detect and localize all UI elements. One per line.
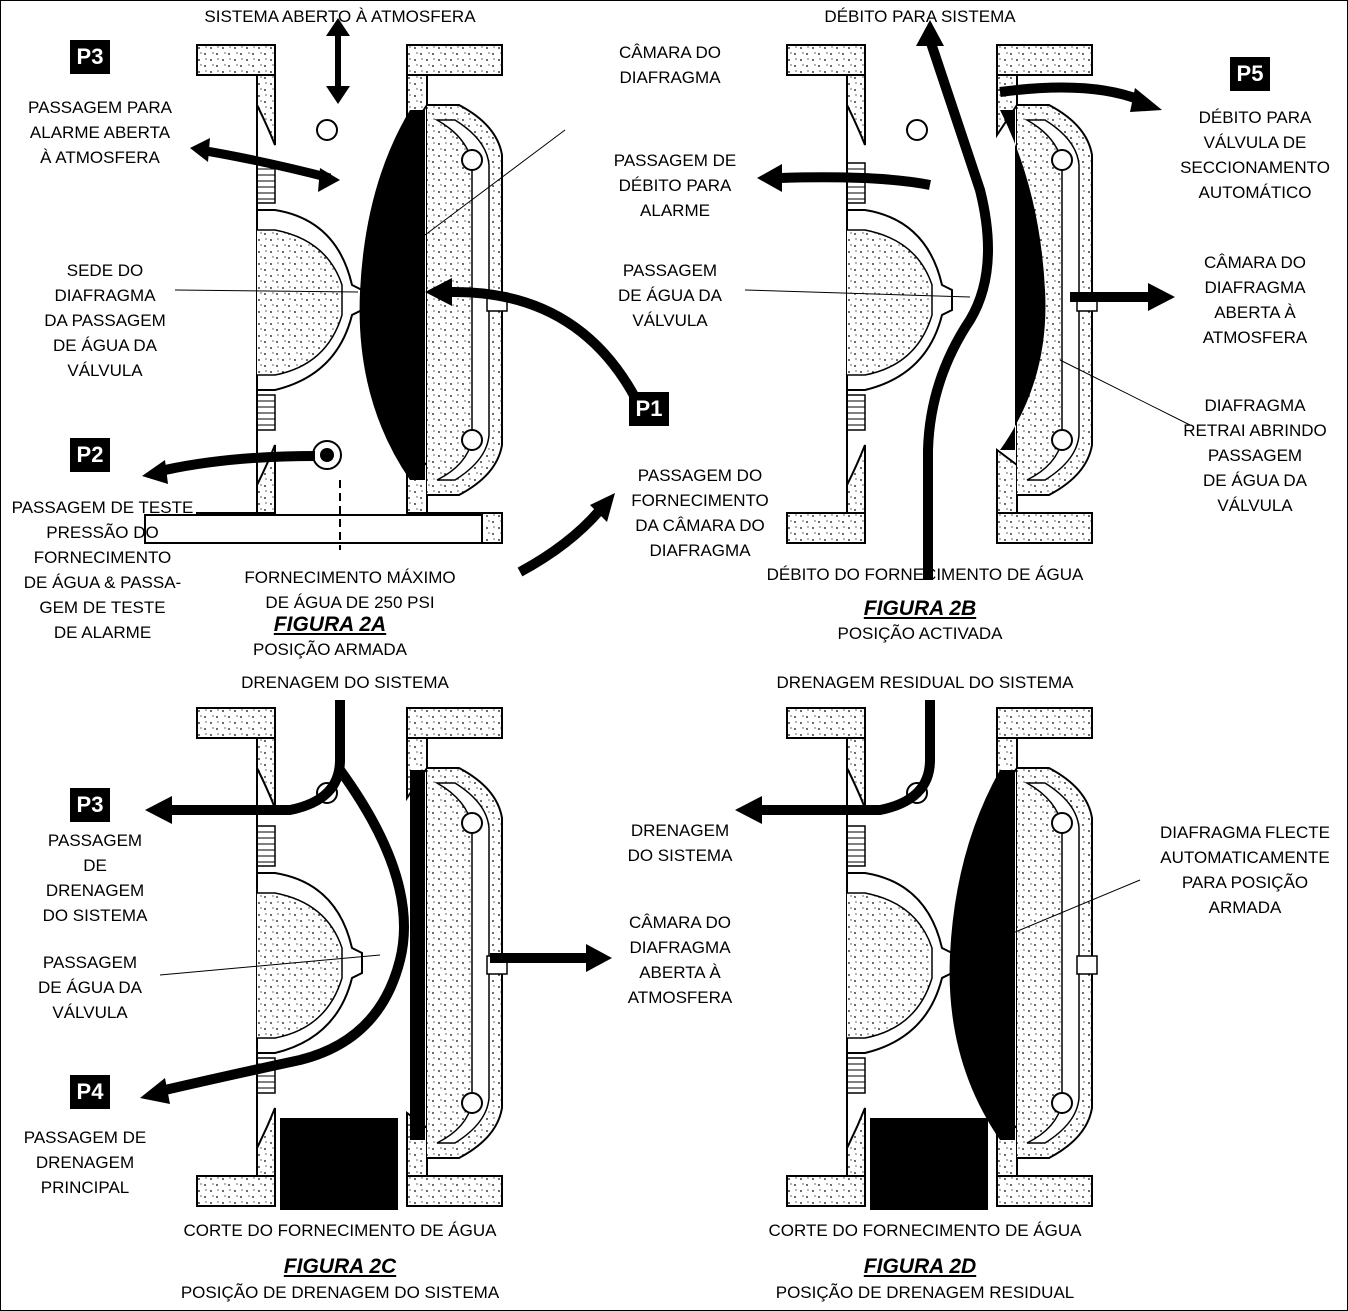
fig2b-retract-label: DIAFRAGMA RETRAI ABRINDO PASSAGEM DE ÁGU… bbox=[1183, 396, 1327, 515]
fig2b-bottom-label: DÉBITO DO FORNECIMENTO DE ÁGUA bbox=[766, 565, 1084, 584]
tag-p2: P2 bbox=[70, 438, 110, 472]
fig2c-chamber-open-label: CÂMARA DO DIAFRAGMA ABERTA À ATMOSFERA bbox=[627, 913, 733, 1007]
fig2a-supply-passage-label: PASSAGEM DO FORNECIMENTO DA CÂMARA DO DI… bbox=[631, 466, 769, 560]
fig2b-subtitle: POSIÇÃO ACTIVADA bbox=[837, 624, 1003, 643]
fig2a-p2-label: PASSAGEM DE TESTE PRESSÃO DO FORNECIMENT… bbox=[11, 498, 194, 642]
fig2b-title: FIGURA 2B bbox=[863, 597, 977, 620]
fig2a-top-label: SISTEMA ABERTO À ATMOSFERA bbox=[204, 7, 476, 26]
tag-p4: P4 bbox=[70, 1075, 110, 1109]
fig2d-top-label: DRENAGEM RESIDUAL DO SISTEMA bbox=[776, 673, 1074, 692]
tag-p1: P1 bbox=[629, 392, 669, 426]
fig2b-chamber-open-label: CÂMARA DO DIAFRAGMA ABERTA À ATMOSFERA bbox=[1202, 253, 1308, 347]
figure-2b-valve bbox=[744, 20, 1191, 580]
figure-2d-valve bbox=[735, 700, 1141, 1210]
fig2a-seat-label: SEDE DO DIAFRAGMA DA PASSAGEM DE ÁGUA DA… bbox=[44, 261, 166, 380]
figure-2a-valve bbox=[142, 18, 643, 577]
fig2d-flex-label: DIAFRAGMA FLECTE AUTOMATICAMENTE PARA PO… bbox=[1159, 823, 1331, 917]
fig2c-subtitle: POSIÇÃO DE DRENAGEM DO SISTEMA bbox=[180, 1283, 500, 1302]
fig2c-p4-label: PASSAGEM DE DRENAGEM PRINCIPAL bbox=[23, 1128, 147, 1197]
fig2a-bottom-label: FORNECIMENTO MÁXIMO DE ÁGUA DE 250 PSI bbox=[244, 568, 456, 612]
tag-p3-a: P3 bbox=[70, 40, 110, 74]
fig2c-bottom-label: CORTE DO FORNECIMENTO DE ÁGUA bbox=[183, 1221, 497, 1240]
fig2d-drain-label: DRENAGEM DO SISTEMA bbox=[627, 821, 733, 865]
fig2a-p3-label: PASSAGEM PARA ALARME ABERTA À ATMOSFERA bbox=[28, 98, 172, 167]
fig2d-subtitle: POSIÇÃO DE DRENAGEM RESIDUAL bbox=[775, 1283, 1075, 1302]
fig2c-title: FIGURA 2C bbox=[283, 1255, 397, 1278]
fig2c-waterway-label: PASSAGEM DE ÁGUA DA VÁLVULA bbox=[38, 953, 142, 1022]
fig2a-title: FIGURA 2A bbox=[273, 613, 387, 636]
fig2b-alarm-label: PASSAGEM DE DÉBITO PARA ALARME bbox=[613, 151, 737, 220]
fig2a-subtitle: POSIÇÃO ARMADA bbox=[253, 640, 407, 659]
tag-p3-c: P3 bbox=[70, 788, 110, 822]
fig2d-bottom-label: CORTE DO FORNECIMENTO DE ÁGUA bbox=[768, 1221, 1082, 1240]
fig2b-p5-label: DÉBITO PARA VÁLVULA DE SECCIONAMENTO AUT… bbox=[1180, 108, 1330, 202]
fig2c-p3-label: PASSAGEM DE DRENAGEM DO SISTEMA bbox=[42, 831, 148, 925]
fig2a-chamber-label: CÂMARA DO DIAFRAGMA bbox=[618, 43, 722, 87]
tag-p5: P5 bbox=[1230, 57, 1270, 91]
fig2d-title: FIGURA 2D bbox=[863, 1255, 977, 1278]
fig2b-waterway-label: PASSAGEM DE ÁGUA DA VÁLVULA bbox=[618, 261, 722, 330]
figure-2c-valve bbox=[140, 700, 612, 1210]
fig2b-top-label: DÉBITO PARA SISTEMA bbox=[824, 7, 1016, 26]
fig2c-top-label: DRENAGEM DO SISTEMA bbox=[241, 673, 449, 692]
